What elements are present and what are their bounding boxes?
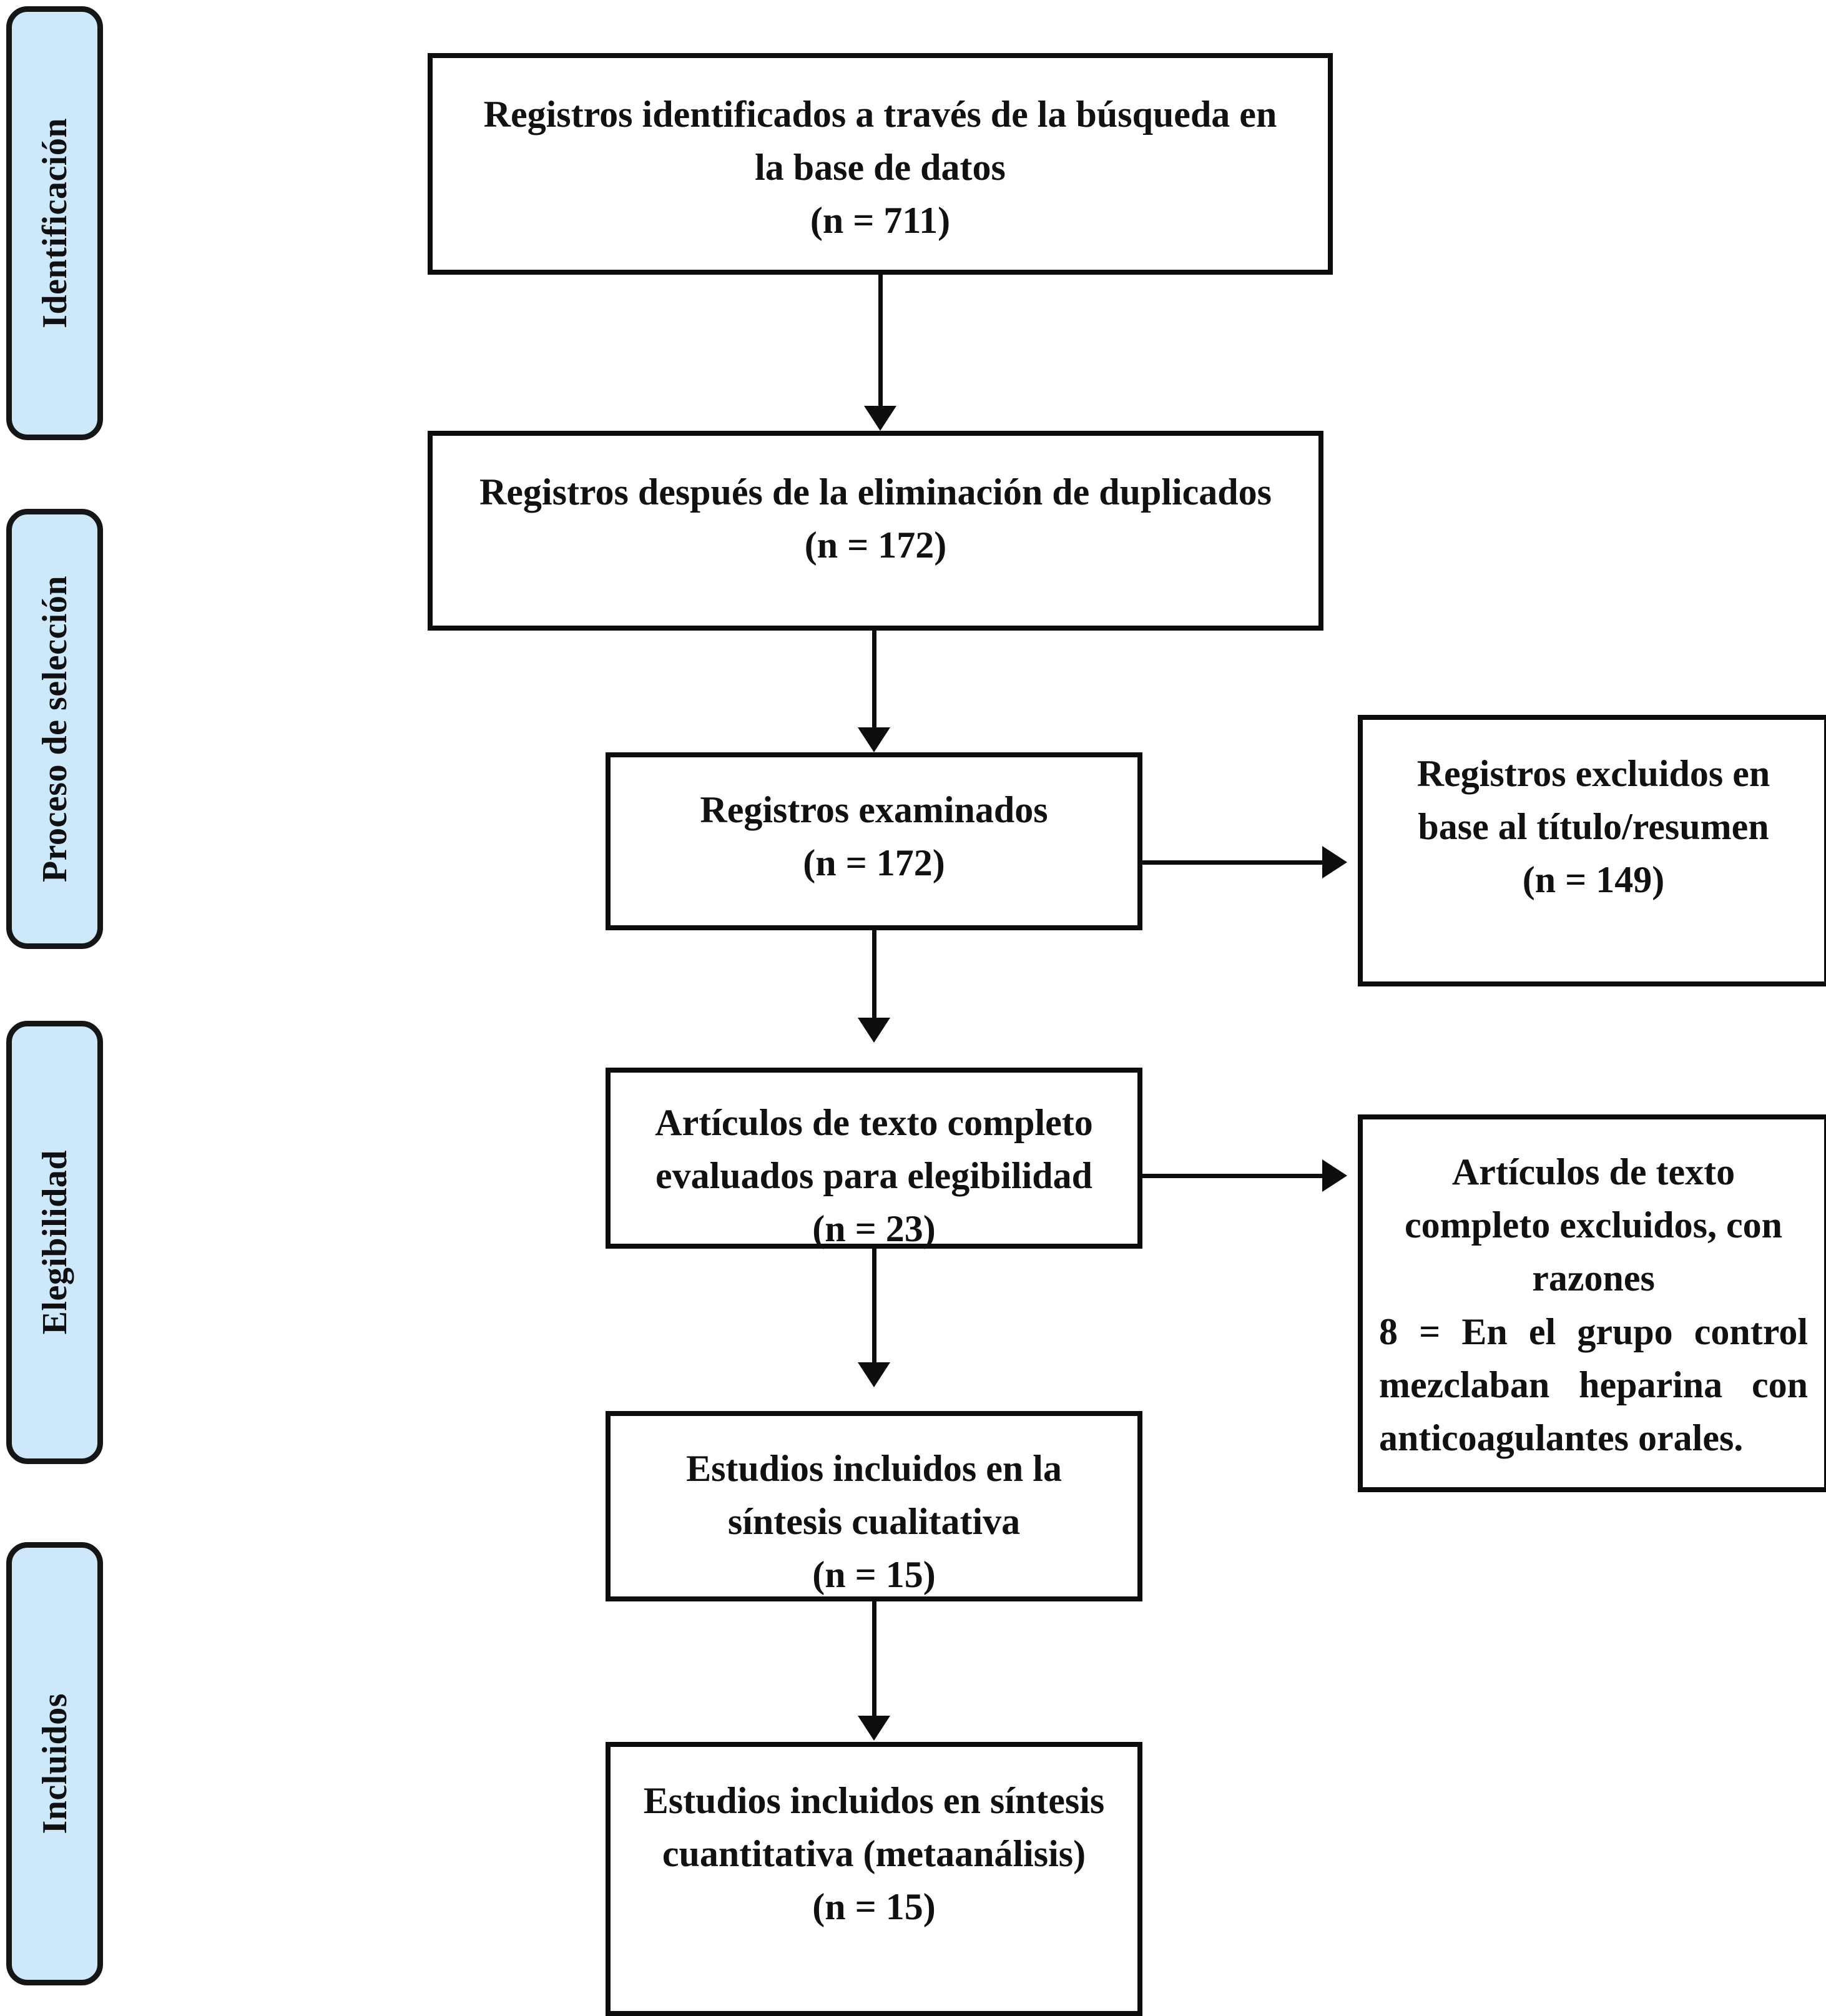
stage-tab-label-proceso-de-seleccion: Proceso de selección [35,575,74,883]
box-records-screened-line1: Registros examinados [700,789,1048,830]
box-fulltext-excluded-line3: razones [1532,1257,1655,1299]
arrowhead-identified-to-duplicates [864,406,896,431]
box-qualitative-synthesis: Estudios incluidos en la síntesis cualit… [606,1411,1142,1601]
connector-fulltext-to-qualitative [872,1249,876,1367]
box-records-screened: Registros examinados (n = 172) [606,752,1142,930]
arrowhead-fulltext-to-excluded [1322,1159,1347,1192]
box-quantitative-synthesis-count: (n = 15) [812,1886,936,1928]
connector-duplicates-to-screened [872,631,876,730]
box-fulltext-excluded-line2: completo excluidos, con [1405,1204,1782,1246]
box-quantitative-synthesis-line1: Estudios incluidos en síntesis [643,1780,1105,1821]
box-records-identified-line1: Registros identificados a través de la b… [483,94,1277,135]
connector-fulltext-to-excluded [1142,1174,1323,1178]
connector-screened-to-fulltext [872,930,876,1021]
box-records-screened-count: (n = 172) [803,842,945,884]
box-records-excluded: Registros excluidos en base al título/re… [1358,715,1826,986]
arrowhead-screened-to-fulltext [858,1018,890,1043]
stage-tab-label-incluidos: Incluidos [35,1693,74,1834]
box-records-excluded-count: (n = 149) [1522,859,1665,901]
stage-tab-label-identificacion: Identificación [35,118,74,328]
box-fulltext-assessed-line1: Artículos de texto completo [655,1102,1093,1143]
box-records-identified-count: (n = 711) [810,200,951,242]
box-fulltext-assessed-count: (n = 23) [812,1208,936,1250]
stage-tab-proceso-de-seleccion: Proceso de selección [6,509,103,949]
box-quantitative-synthesis-line2: cuantitativa (metaanálisis) [662,1833,1086,1875]
arrowhead-screened-to-excluded [1322,846,1347,878]
arrowhead-fulltext-to-qualitative [858,1362,890,1387]
stage-tab-label-elegibilidad: Elegibilidad [35,1150,74,1335]
box-records-after-duplicates: Registros después de la eliminación de d… [428,431,1323,631]
box-records-excluded-line2: base al título/resumen [1418,806,1769,848]
box-records-after-duplicates-count: (n = 172) [804,524,947,566]
box-records-after-duplicates-line1: Registros después de la eliminación de d… [479,471,1272,513]
box-qualitative-synthesis-line2: síntesis cualitativa [727,1501,1021,1543]
box-records-excluded-line1: Registros excluidos en [1416,753,1770,794]
box-fulltext-excluded-line1: Artículos de texto [1451,1151,1735,1192]
connector-identified-to-duplicates [878,275,883,409]
box-qualitative-synthesis-line1: Estudios incluidos en la [686,1448,1062,1489]
stage-tab-elegibilidad: Elegibilidad [6,1021,103,1464]
connector-qualitative-to-quantitative [872,1601,876,1720]
box-fulltext-assessed-line2: evaluados para elegibilidad [655,1155,1093,1197]
stage-tab-incluidos: Incluidos [6,1542,103,1985]
arrowhead-duplicates-to-screened [858,727,890,752]
connector-screened-to-excluded [1142,860,1323,865]
box-fulltext-assessed: Artículos de texto completo evaluados pa… [606,1068,1142,1249]
box-quantitative-synthesis: Estudios incluidos en síntesis cuantitat… [606,1742,1142,2016]
box-fulltext-excluded: Artículos de texto completo excluidos, c… [1358,1114,1826,1492]
box-qualitative-synthesis-count: (n = 15) [812,1554,936,1596]
arrowhead-qualitative-to-quantitative [858,1716,890,1741]
box-records-identified-line2: la base de datos [755,147,1006,189]
box-records-identified: Registros identificados a través de la b… [428,53,1333,275]
stage-tab-identificacion: Identificación [6,6,103,440]
box-fulltext-excluded-reason: 8 = En el grupo control mezclaban hepari… [1379,1310,1808,1458]
